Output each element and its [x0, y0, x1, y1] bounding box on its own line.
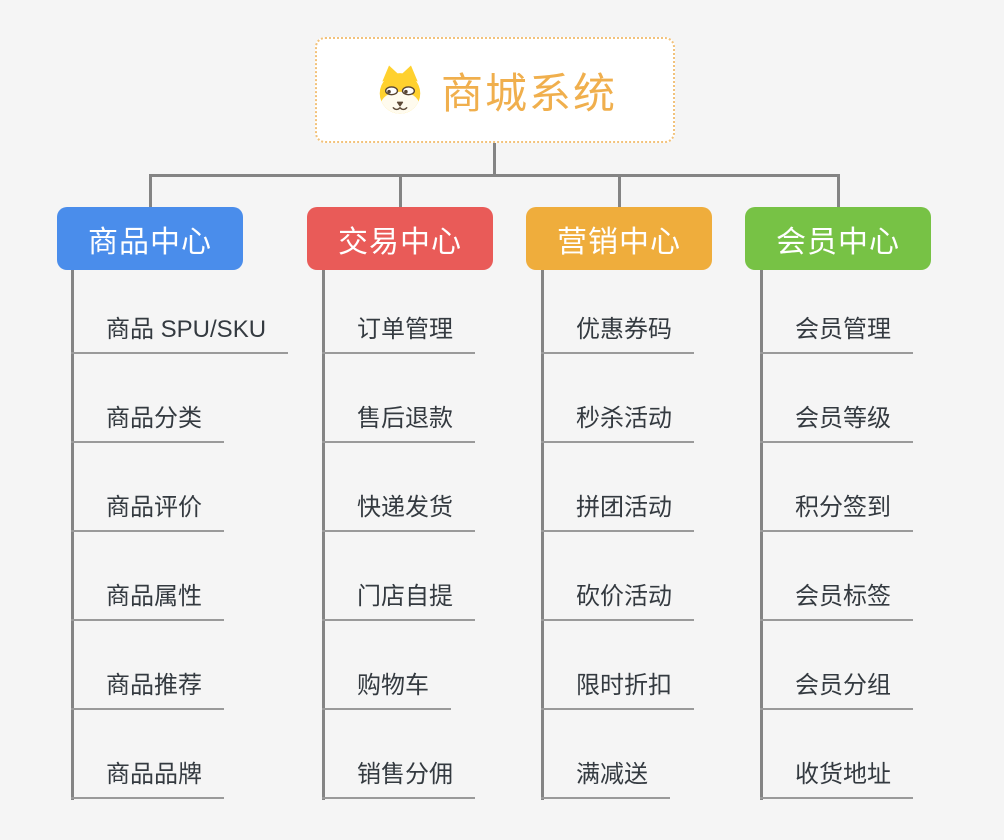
leaf-node[interactable]: 会员标签 [760, 583, 913, 621]
leaf-node[interactable]: 门店自提 [322, 583, 475, 621]
branch-trunk-3 [541, 270, 544, 800]
connector-drop-4 [837, 174, 840, 209]
leaf-node[interactable]: 收货地址 [760, 761, 913, 799]
leaf-node[interactable]: 商品属性 [71, 583, 224, 621]
leaf-node[interactable]: 限时折扣 [541, 672, 694, 710]
leaf-node[interactable]: 会员分组 [760, 672, 913, 710]
leaf-node[interactable]: 商品评价 [71, 494, 224, 532]
leaf-node[interactable]: 会员管理 [760, 316, 913, 354]
branch-label: 会员中心 [776, 225, 900, 259]
branch-trunk-1 [71, 270, 74, 800]
branch-header-member-center[interactable]: 会员中心 [745, 207, 931, 270]
leaf-node[interactable]: 购物车 [322, 672, 451, 710]
branch-header-product-center[interactable]: 商品中心 [57, 207, 243, 270]
leaf-node[interactable]: 售后退款 [322, 405, 475, 443]
branch-children-member-center: 会员管理 会员等级 积分签到 会员标签 会员分组 收货地址 [760, 270, 913, 799]
branch-label: 商品中心 [88, 225, 212, 259]
leaf-node[interactable]: 满减送 [541, 761, 670, 799]
leaf-node[interactable]: 会员等级 [760, 405, 913, 443]
branch-label: 交易中心 [338, 225, 462, 259]
branch-trunk-2 [322, 270, 325, 800]
leaf-node[interactable]: 商品推荐 [71, 672, 224, 710]
branch-children-trade-center: 订单管理 售后退款 快递发货 门店自提 购物车 销售分佣 [322, 270, 475, 799]
branch-children-marketing-center: 优惠券码 秒杀活动 拼团活动 砍价活动 限时折扣 满减送 [541, 270, 694, 799]
leaf-node[interactable]: 优惠券码 [541, 316, 694, 354]
connector-drop-3 [618, 174, 621, 209]
branch-header-marketing-center[interactable]: 营销中心 [526, 207, 712, 270]
leaf-node[interactable]: 订单管理 [322, 316, 475, 354]
leaf-node[interactable]: 拼团活动 [541, 494, 694, 532]
root-title: 商城系统 [440, 69, 617, 117]
branch-header-trade-center[interactable]: 交易中心 [307, 207, 493, 270]
leaf-node[interactable]: 商品 SPU/SKU [71, 316, 289, 354]
leaf-node[interactable]: 快递发货 [322, 494, 475, 532]
leaf-node[interactable]: 商品品牌 [71, 761, 224, 799]
leaf-node[interactable]: 销售分佣 [322, 761, 475, 799]
leaf-node[interactable]: 秒杀活动 [541, 405, 694, 443]
branch-label: 营销中心 [557, 225, 681, 259]
branch-trunk-4 [760, 270, 763, 800]
connector-spine [150, 174, 839, 177]
connector-drop-1 [149, 174, 152, 209]
root-node-mall-system[interactable]: 商城系统 [315, 37, 675, 143]
connector-drop-2 [399, 174, 402, 209]
leaf-node[interactable]: 砍价活动 [541, 583, 694, 621]
leaf-node[interactable]: 积分签到 [760, 494, 913, 532]
connector-root-stub [493, 143, 496, 177]
dog-face-icon [379, 65, 421, 114]
branch-children-product-center: 商品 SPU/SKU 商品分类 商品评价 商品属性 商品推荐 商品品牌 [71, 270, 289, 799]
leaf-node[interactable]: 商品分类 [71, 405, 224, 443]
